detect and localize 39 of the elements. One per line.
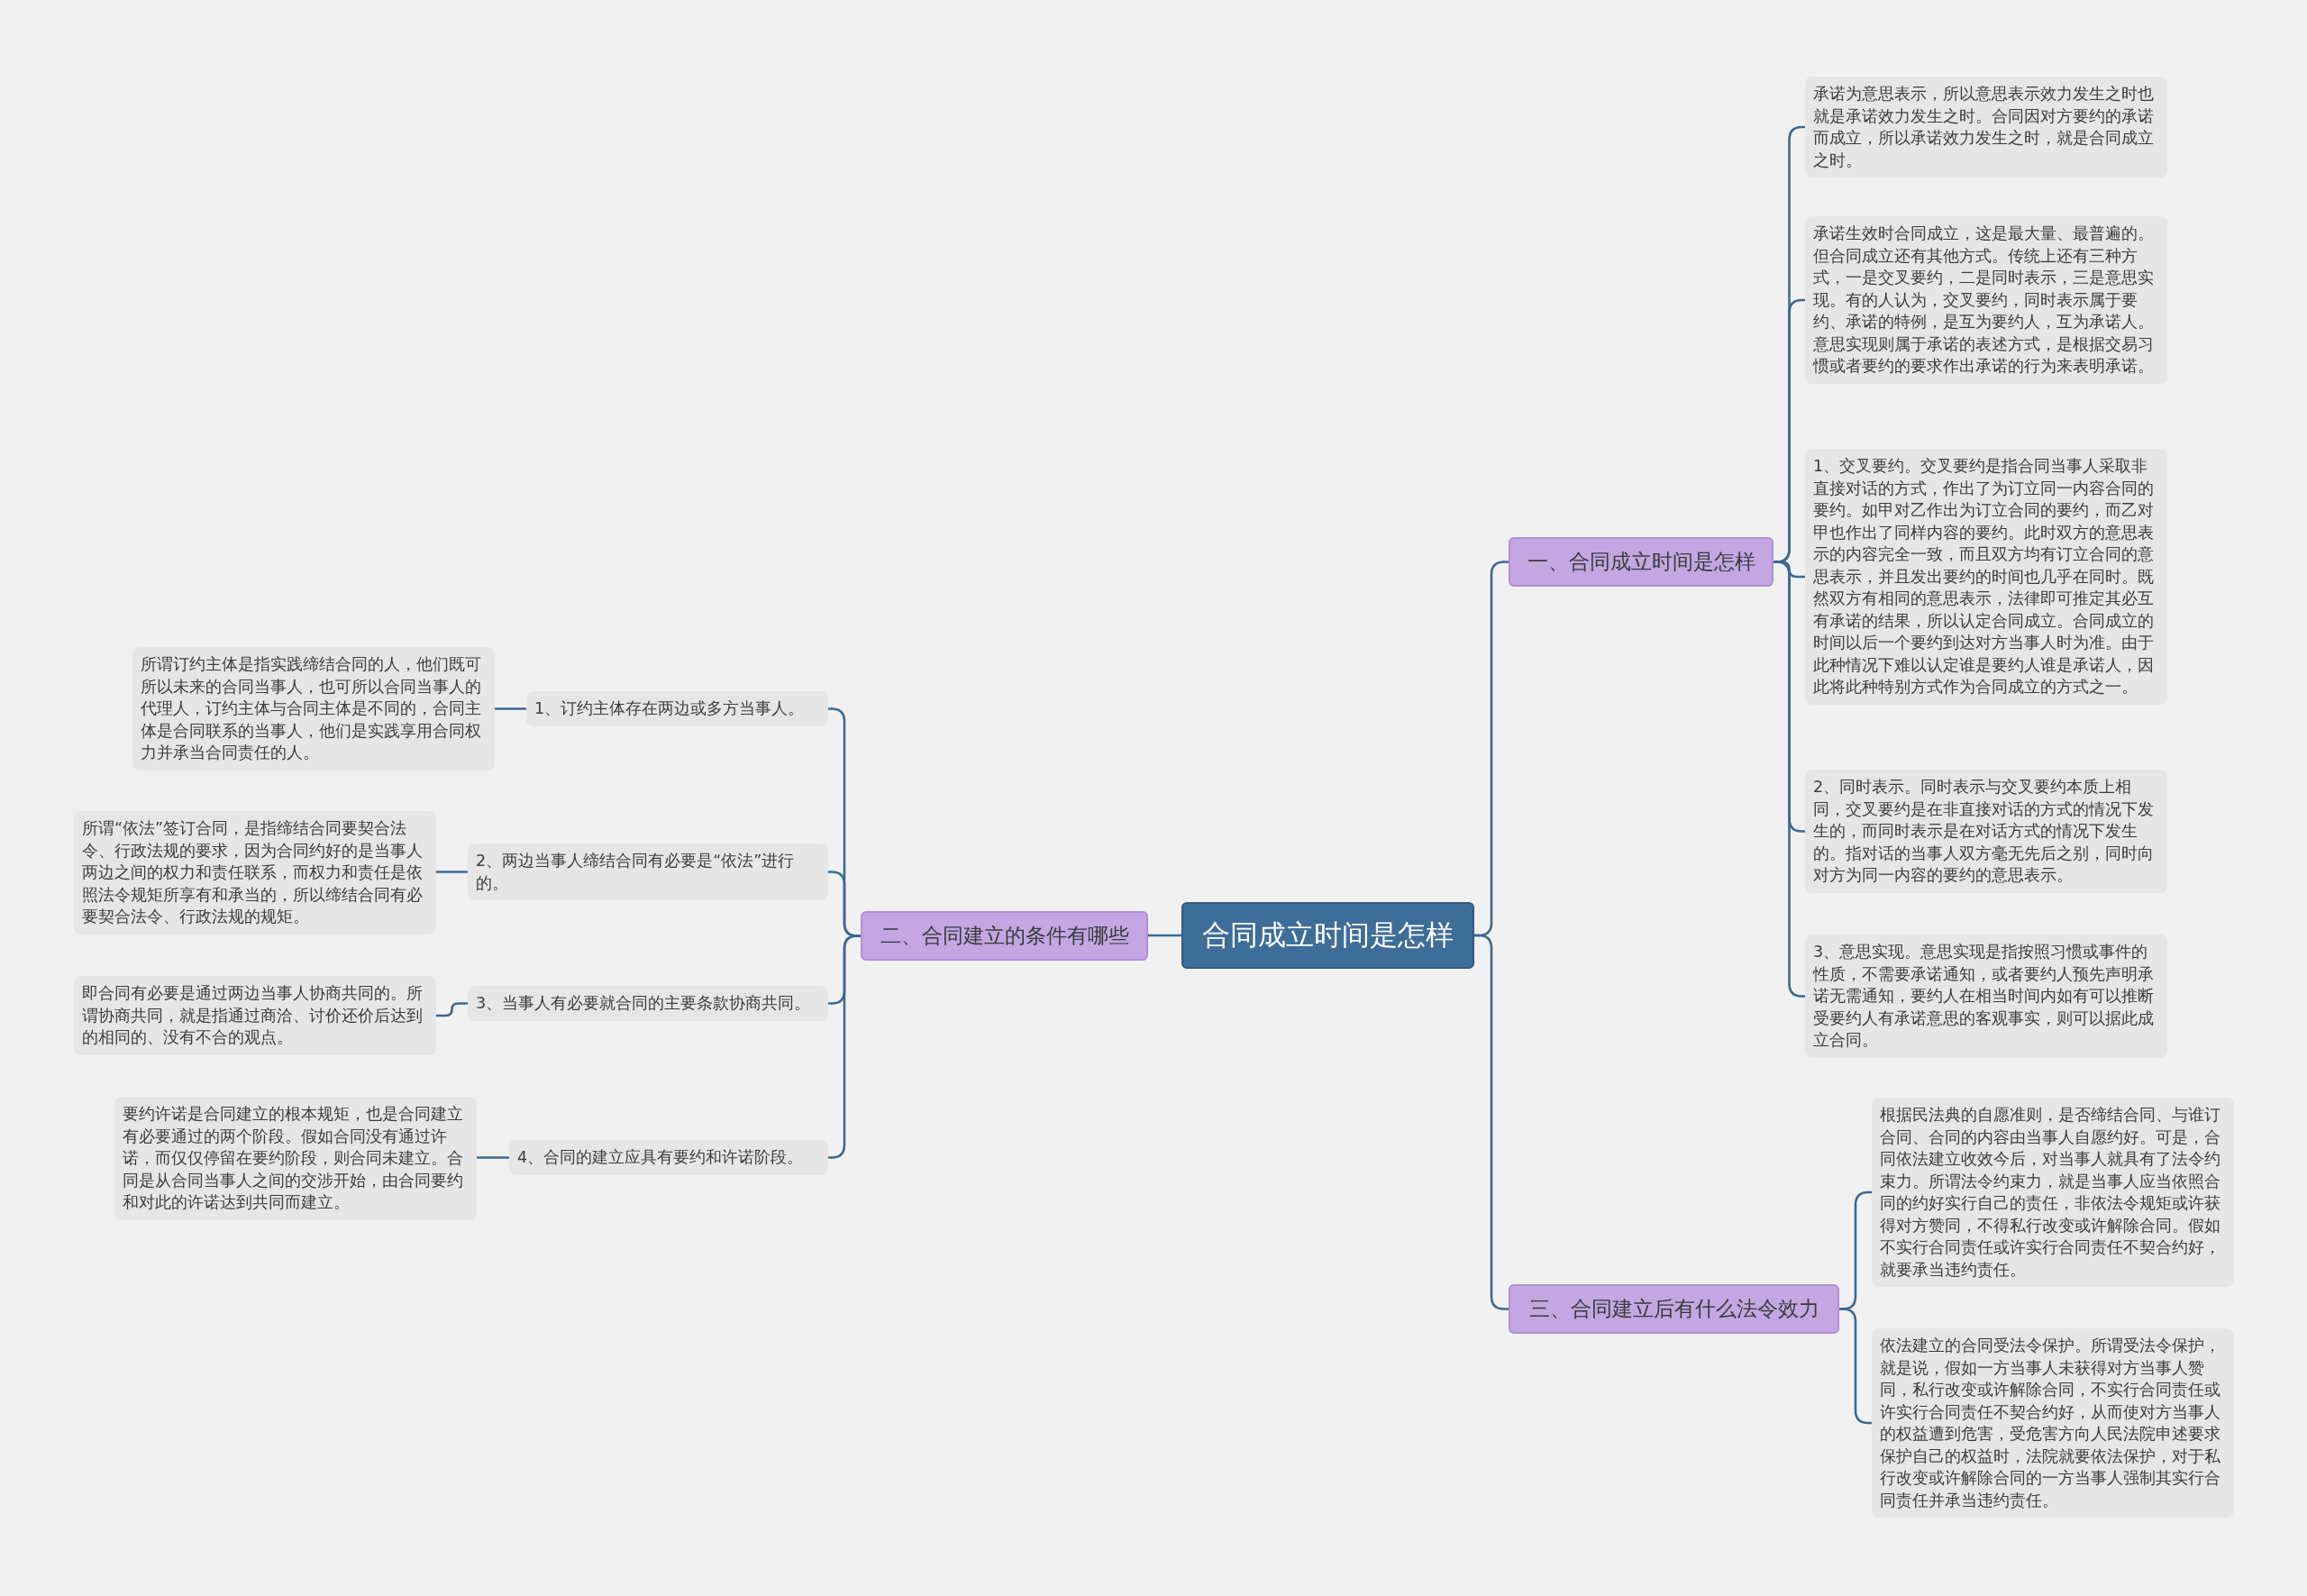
note-text: 4、合同的建立应具有要约和许诺阶段。 — [517, 1147, 805, 1168]
note-text: 即合同有必要是通过两边当事人协商共同的。所谓协商共同，就是指通过商洽、讨价还价后达到的相同的、没有不合的观点。 — [82, 983, 424, 1048]
connector-line — [436, 871, 468, 873]
note-text: 要约许诺是合同建立的根本规矩，也是合同建立有必要通过的两个阶段。假如合同没有通过许诺，而仅仅停留在要约阶段，则合同未建立。合同是从合同当事人之间的交涉开始，由合同要约和对此的许诺达到共同而建立。 — [123, 1104, 464, 1213]
note-card — [468, 844, 828, 900]
note-card — [114, 1097, 477, 1220]
note-text: 承诺为意思表示，所以意思表示效力发生之时也就是承诺效力发生之时。合同因对方要约的承诺而成立，所以承诺效力发生之时，就是合同成立之时。 — [1813, 84, 2155, 171]
subtopic-label: 一、合同成立时间是怎样 — [1526, 549, 1756, 575]
note-text: 所谓“依法”签订合同，是指缔结合同要契合法令、行政法规的要求，因为合同约好的是当事人两边之间的权力和责任联系，而权力和责任是依照法令规矩所享有和承当的，所以缔结合同有必要契合法令、行政法规的规矩。 — [82, 818, 424, 927]
note-card — [74, 976, 436, 1055]
note-card — [1805, 935, 2167, 1058]
note-card — [74, 811, 436, 935]
note-text: 2、同时表示。同时表示与交叉要约本质上相同，交叉要约是在非直接对话的方式的情况下发生的，而同时表示是在对话方式的情况下发生的。指对话的当事人双方毫无先后之别，同时向对方为同一内容的要约的意思表示。 — [1813, 777, 2155, 886]
note-text: 依法建立的合同受法令保护。所谓受法令保护，就是说，假如一方当事人未获得对方当事人赞同，私行改变或许解除合同，不实行合同责任或许实行合同责任不契合约好，从而使对方当事人的权益遭到危害，受危害方向人民法院申述要求保护自己的权益时，法院就要依法保护，对于私行改变或许解除合同的一方当事人强制其实行合同责任并承当违约责任。 — [1880, 1336, 2221, 1511]
connector-line — [436, 1002, 468, 1017]
subtopic-box — [1509, 1284, 1839, 1334]
subtopic-box — [1509, 537, 1774, 587]
note-text: 承诺生效时合同成立，这是最大量、最普遍的。但合同成立还有其他方式。传统上还有三种方式，一是交叉要约，二是同时表示，三是意思实现。有的人认为，交叉要约，同时表示属于要约、承诺的特例，是互为要约人，互为承诺人。意思实现则属于承诺的表述方式，是根据交易习惯或者要约的要求作出承诺的行为来表明承诺。 — [1813, 223, 2155, 377]
note-text: 1、订约主体存在两边或多方当事人。 — [534, 698, 806, 719]
note-card — [1805, 77, 2167, 178]
note-card — [509, 1140, 828, 1175]
connector-line — [1148, 934, 1181, 937]
note-card — [132, 647, 495, 771]
note-text: 1、交叉要约。交叉要约是指合同当事人采取非直接对话的方式，作出了为订立同一内容合同的要约。如甲对乙作出为订立合同的要约，而乙对甲也作出了同样内容的要约。此时双方的意思表示的内容完全一致，而且双方均有订立合同的意思表示，并且发出要约的时间也几乎在同时。既然双方有相同的意思表示，法律即可推定其必互有承诺的结果，所以认定合同成立。合同成立的时间以后一个要约到达对方当事人时为准。由于此种情况下难以认定谁是要约人谁是承诺人，因此将此种特别方式作为合同成立的方式之一。 — [1813, 456, 2155, 698]
subtopic-label: 三、合同建立后有什么法令效力 — [1527, 1296, 1820, 1322]
note-card — [1805, 770, 2167, 893]
note-text: 3、当事人有必要就合同的主要条款协商共同。 — [476, 993, 812, 1014]
connector-line — [495, 707, 526, 710]
note-text: 根据民法典的自愿准则，是否缔结合同、与谁订合同、合同的内容由当事人自愿约好。可是，合同依法建立收效今后，对当事人就具有了法令约束力。所谓法令约束力，就是当事人应当依照合同的约好实行自己的责任，非依法令规矩或许获得对方赞同，不得私行改变或许解除合同。假如不实行合同责任或许实行合同责任不契合约好，就要承当违约责任。 — [1880, 1105, 2221, 1281]
subtopic-box — [861, 911, 1148, 961]
note-card — [526, 691, 828, 726]
note-text: 所谓订约主体是指实践缔结合同的人，他们既可所以未来的合同当事人，也可所以合同当事人的代理人，订约主体与合同主体是不同的，合同主体是合同联系的当事人，他们是实践享用合同权力并承当合同责任的人。 — [141, 654, 482, 763]
connector-line — [477, 1156, 509, 1159]
note-text: 2、两边当事人缔结合同有必要是“依法”进行的。 — [476, 851, 796, 894]
note-text: 3、意思实现。意思实现是指按照习惯或事件的性质，不需要承诺通知，或者要约人预先声明承诺无需通知，要约人在相当时间内如有可以推断受要约人有承诺意思的客观事实，则可以据此成立合同。 — [1813, 942, 2155, 1051]
subtopic-label: 二、合同建立的条件有哪些 — [879, 923, 1130, 949]
topic-box — [1181, 902, 1474, 969]
note-card — [468, 986, 828, 1021]
topic-label: 合同成立时间是怎样 — [1201, 917, 1454, 953]
